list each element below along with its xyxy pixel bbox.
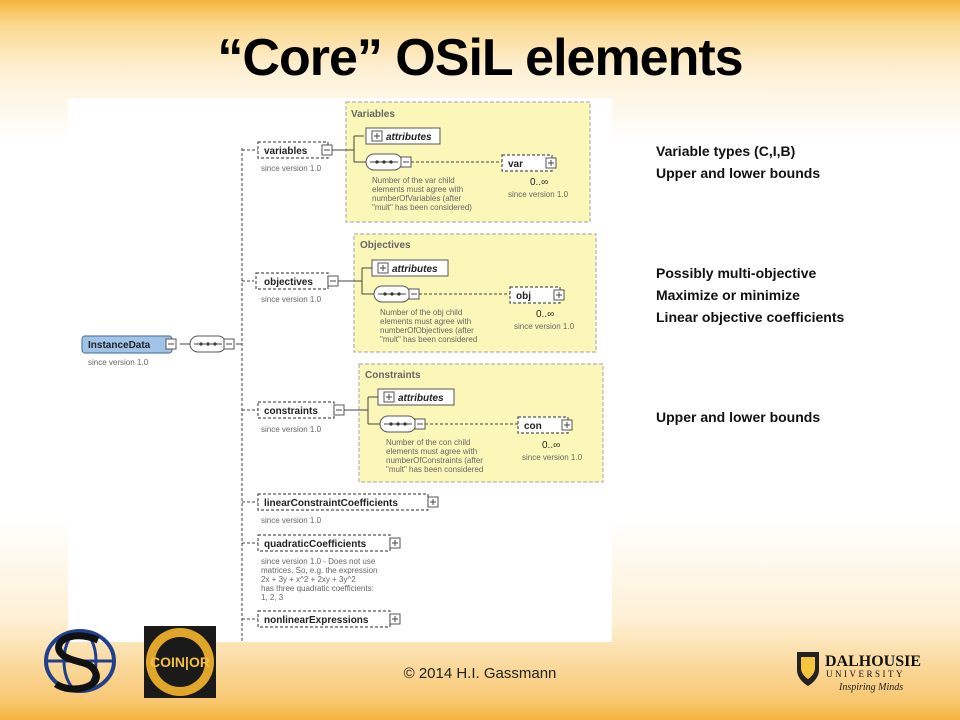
objectives-note-line: elements must agree with — [380, 317, 471, 326]
objectives-node[interactable]: objectives — [255, 272, 339, 290]
obj-since: since version 1.0 — [514, 322, 575, 331]
note-line: Maximize or minimize — [656, 287, 800, 303]
note-line: Upper and lower bounds — [656, 409, 821, 425]
objectives-group-title: Objectives — [360, 240, 411, 251]
objectives-label: objectives — [264, 277, 313, 288]
constraints-note-line: "mult" has been considered — [386, 465, 483, 474]
variables-note-line: Number of the var child — [372, 176, 455, 185]
quadraticcoefficients-note-line: since version 1.0 - Does not use — [261, 557, 376, 566]
osil-schema-diagram: Variables Objectives Constraints Instanc… — [68, 98, 612, 642]
obj-cardinality: 0..∞ — [536, 309, 554, 320]
instancedata-since: since version 1.0 — [88, 358, 149, 367]
variables-sequence-icon — [365, 153, 412, 171]
note-line: Linear objective coefficients — [656, 309, 845, 325]
variables-note-line: "mult" has been considered) — [372, 203, 472, 212]
linearconstraintcoefficients-since: since version 1.0 — [261, 516, 322, 525]
constraints-note-line: Number of the con child — [386, 438, 471, 447]
quadraticcoefficients-note-line: 2x + 3y + x^2 + 2xy + 3y^2 — [261, 575, 356, 584]
instancedata-node[interactable]: InstanceData — [81, 335, 177, 354]
objectives-sequence-icon — [373, 285, 420, 303]
note-line: Upper and lower bounds — [656, 165, 821, 181]
globe-logo — [40, 626, 120, 696]
objectives-attributes[interactable]: attributes — [371, 259, 449, 277]
variables-attributes[interactable]: attributes — [365, 127, 441, 145]
variables-attributes-label: attributes — [386, 132, 432, 143]
dalhousie-tagline: Inspiring Minds — [838, 682, 903, 693]
linearconstraintcoefficients-node[interactable]: linearConstraintCoefficients — [257, 493, 439, 511]
obj-node[interactable]: obj — [509, 286, 565, 304]
variables-since: since version 1.0 — [261, 164, 322, 173]
quadraticcoefficients-label: quadraticCoefficients — [264, 539, 367, 550]
root-sequence-icon — [189, 335, 235, 353]
linearconstraintcoefficients-label: linearConstraintCoefficients — [264, 498, 398, 509]
variables-note-line: numberOfVariables (after — [372, 194, 462, 203]
objectives-note-line: Number of the obj child — [380, 308, 462, 317]
copyright-text: © 2014 H.I. Gassmann — [403, 665, 557, 682]
con-label: con — [524, 421, 542, 432]
var-since: since version 1.0 — [508, 190, 569, 199]
dalhousie-logo: DALHOUSIE UNIVERSITY Inspiring Minds — [795, 648, 925, 696]
variables-group-title: Variables — [351, 109, 395, 120]
objectives-attributes-label: attributes — [392, 264, 438, 275]
dalhousie-sub: UNIVERSITY — [826, 669, 905, 679]
constraints-notes: Upper and lower bounds — [656, 406, 820, 428]
objectives-notes: Possibly multi-objective Maximize or min… — [656, 262, 844, 328]
con-node[interactable]: con — [517, 416, 573, 434]
nonlinearexpressions-label: nonlinearExpressions — [264, 615, 369, 626]
coin-or-logo: COIN|OR — [144, 626, 216, 698]
note-line: Possibly multi-objective — [656, 265, 817, 281]
constraints-since: since version 1.0 — [261, 425, 322, 434]
constraints-group-title: Constraints — [365, 370, 421, 381]
con-since: since version 1.0 — [522, 453, 583, 462]
quadraticcoefficients-note-line: 1, 2, 3 — [261, 593, 284, 602]
note-line: Variable types (C,I,B) — [656, 143, 796, 159]
quadraticcoefficients-note-line: has three quadratic coefficients: — [261, 584, 374, 593]
constraints-attributes-label: attributes — [398, 393, 444, 404]
variables-node[interactable]: variables — [257, 141, 333, 159]
coin-or-text: COIN|OR — [150, 654, 210, 670]
var-node[interactable]: var — [501, 154, 557, 172]
nonlinearexpressions-node[interactable]: nonlinearExpressions — [257, 610, 401, 628]
constraints-node[interactable]: constraints — [257, 401, 345, 419]
constraints-note-line: elements must agree with — [386, 447, 477, 456]
con-cardinality: 0..∞ — [542, 440, 560, 451]
constraints-note-line: numberOfConstraints (after — [386, 456, 483, 465]
variables-notes: Variable types (C,I,B) Upper and lower b… — [656, 140, 820, 184]
dalhousie-name: DALHOUSIE — [825, 653, 921, 670]
quadraticcoefficients-note-line: matrices. So, e.g. the expression — [261, 566, 378, 575]
objectives-note-line: numberOfObjectives (after — [380, 326, 474, 335]
obj-label: obj — [516, 291, 531, 302]
var-label: var — [508, 159, 523, 170]
objectives-note-line: "mult" has been considered — [380, 335, 477, 344]
variables-note-line: elements must agree with — [372, 185, 463, 194]
objectives-since: since version 1.0 — [261, 295, 322, 304]
quadraticcoefficients-node[interactable]: quadraticCoefficients — [257, 534, 401, 552]
var-cardinality: 0..∞ — [530, 177, 548, 188]
constraints-attributes[interactable]: attributes — [377, 388, 455, 406]
constraints-label: constraints — [264, 406, 318, 417]
constraints-sequence-icon — [379, 415, 426, 433]
variables-label: variables — [264, 146, 308, 157]
slide-title: “Core” OSiL elements — [217, 29, 743, 87]
instancedata-label: InstanceData — [88, 340, 151, 351]
